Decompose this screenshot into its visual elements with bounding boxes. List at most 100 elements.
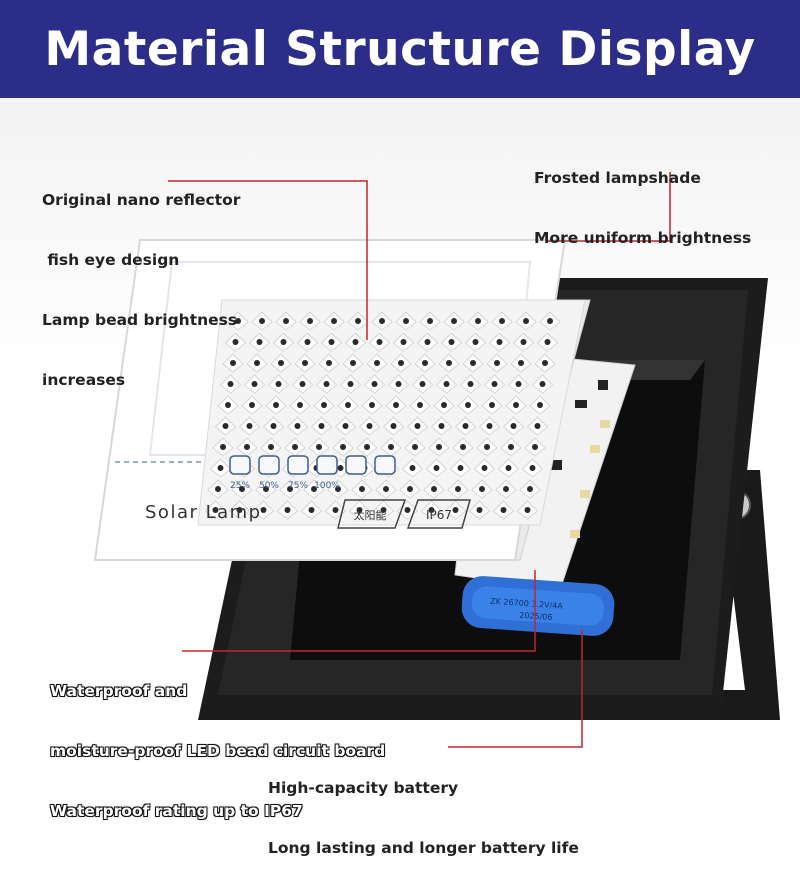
led-bead [448, 339, 455, 345]
led-bead [404, 507, 411, 513]
led-bead [419, 381, 426, 387]
led-bead [369, 402, 375, 408]
led-bead [428, 507, 435, 513]
led-bead [475, 318, 481, 324]
page-title: Material Structure Display [44, 21, 756, 77]
led-bead [311, 486, 317, 492]
lampshade-line-1: Frosted lampshade [534, 169, 701, 187]
led-bead [256, 339, 263, 345]
battery [461, 576, 615, 636]
brightness-level-icon [287, 455, 309, 475]
led-bead [340, 444, 346, 450]
led-bead [307, 318, 313, 324]
reflector-line-3: Lamp bead brightness [42, 311, 238, 329]
led-bead [489, 402, 495, 408]
led-bead [409, 465, 416, 471]
led-bead [383, 486, 389, 492]
led-bead [232, 339, 239, 345]
led-bead [414, 423, 421, 429]
led-bead [364, 444, 370, 450]
led-bead [542, 360, 548, 366]
led-bead [427, 318, 433, 324]
led-bead [342, 423, 349, 429]
led-bead [374, 360, 380, 366]
led-bead [359, 486, 365, 492]
mode-icon [345, 455, 367, 475]
solar-lamp-brand: Solar Lamp [145, 502, 262, 523]
led-bead [230, 360, 236, 366]
lampshade-callout: Frosted lampshade More uniform brightnes… [534, 128, 751, 268]
led-bead [215, 486, 221, 492]
led-bead [292, 444, 298, 450]
led-bead [222, 423, 229, 429]
led-bead [472, 339, 479, 345]
lampshade-print: 25%50%75%100% Solar Lamp 太阳能 IP67 [145, 455, 471, 529]
led-bead [407, 486, 413, 492]
led-bead [379, 318, 385, 324]
led-bead [520, 339, 527, 345]
led-bead [227, 381, 234, 387]
led-bead [529, 465, 536, 471]
led-bead [398, 360, 404, 366]
led-bead [308, 507, 315, 513]
led-bead [239, 486, 245, 492]
led-bead [496, 339, 503, 345]
led-bead [294, 423, 301, 429]
led-bead [371, 381, 378, 387]
led-bead [246, 423, 253, 429]
led-bead [380, 507, 387, 513]
led-bead [347, 381, 354, 387]
circuit-line-2: moisture-proof LED bead circuit board [50, 742, 386, 760]
led-bead [534, 423, 541, 429]
led-bead [494, 360, 500, 366]
led-bead [400, 339, 407, 345]
reflector-leader [168, 180, 368, 340]
led-bead [275, 381, 282, 387]
led-bead [345, 402, 351, 408]
led-bead [417, 402, 423, 408]
led-bead [503, 486, 509, 492]
battery-line-2: Long lasting and longer battery life [268, 839, 579, 857]
led-bead [505, 465, 512, 471]
led-bead [376, 339, 383, 345]
led-bead [476, 507, 483, 513]
led-bead [479, 486, 485, 492]
led-bead [249, 402, 255, 408]
led-bead [510, 423, 517, 429]
led-bead [366, 423, 373, 429]
led-bead [513, 402, 519, 408]
led-bead [273, 402, 279, 408]
reflector-line-2: fish eye design [42, 251, 180, 269]
led-bead [515, 381, 522, 387]
led-bead [403, 318, 409, 324]
led-bead [217, 465, 224, 471]
led-bead [395, 381, 402, 387]
brightness-level-icon [316, 455, 338, 475]
led-bead [537, 402, 543, 408]
led-bead [326, 360, 332, 366]
led-bead [212, 507, 219, 513]
led-bead [225, 402, 231, 408]
led-bead [323, 381, 330, 387]
led-bead [446, 360, 452, 366]
led-bead [455, 486, 461, 492]
led-bead [297, 402, 303, 408]
led-bead [527, 486, 533, 492]
led-bead [268, 444, 274, 450]
title-banner: Material Structure Display [0, 0, 800, 98]
led-bead [337, 465, 344, 471]
led-bead [287, 486, 293, 492]
ip67-badge: IP67 [426, 508, 452, 522]
lampshade-leader [548, 172, 671, 242]
circuit-line-1: Waterproof and [50, 682, 188, 700]
led-bead [352, 339, 359, 345]
led-bead [544, 339, 551, 345]
led-bead [462, 423, 469, 429]
led-bead [452, 507, 459, 513]
led-bead [460, 444, 466, 450]
led-bead [278, 360, 284, 366]
brightness-level-label: 25% [230, 481, 250, 491]
led-bead [283, 318, 289, 324]
led-bead [532, 444, 538, 450]
led-bead [523, 318, 529, 324]
